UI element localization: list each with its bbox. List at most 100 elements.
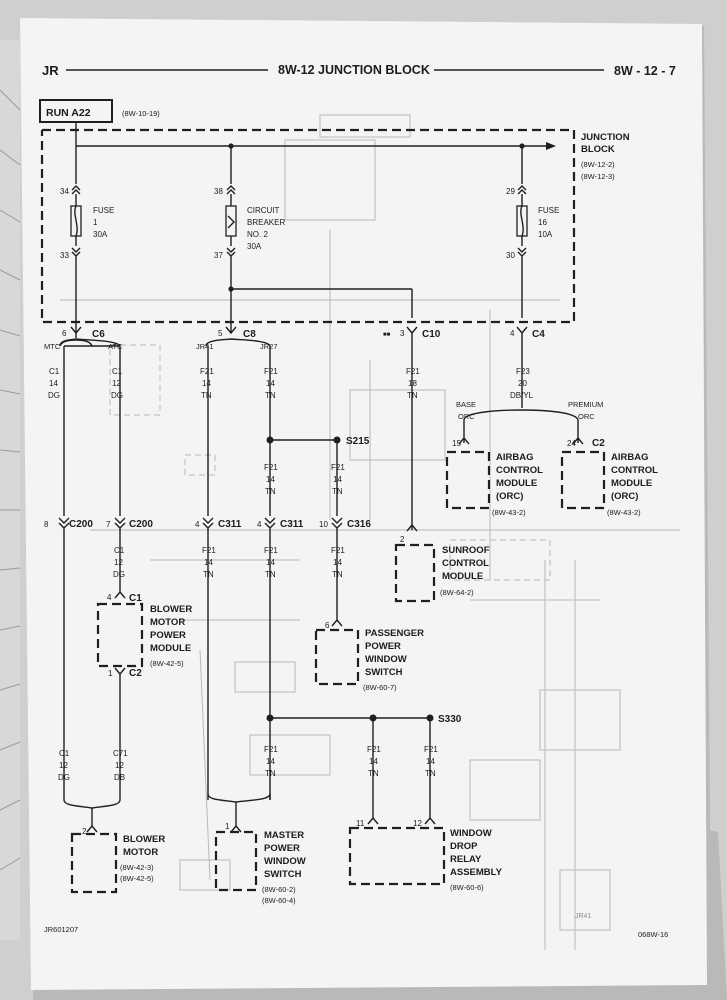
wire-label: ORC — [578, 412, 595, 421]
junction-block-name-1: JUNCTION — [581, 132, 630, 143]
wire-label: MODULE — [442, 571, 483, 582]
breaker-pin-in: 38 — [214, 187, 223, 196]
wire-label: DB — [114, 773, 125, 782]
wire-label: TN — [332, 570, 343, 579]
wire-label: 14 — [266, 757, 275, 766]
wire-label: (8W-42-3) — [120, 863, 154, 872]
wire-label: 11 — [356, 819, 365, 828]
wire-label: BLOWER — [123, 834, 165, 845]
wire-label: 4 — [195, 520, 200, 529]
bus-arrow-icon — [546, 142, 556, 150]
wire-label: 1 — [108, 669, 113, 678]
wire-label: 12 — [413, 819, 422, 828]
wire-label: (8W-43-2) — [607, 508, 641, 517]
wire-label: MODULE — [150, 643, 191, 654]
connector-chevron-icon — [572, 436, 584, 445]
wire-label: SWITCH — [365, 667, 403, 678]
wire-label: F21 — [264, 745, 278, 754]
wire-label: TN — [332, 487, 343, 496]
c4-pin: 4 — [510, 329, 515, 338]
fuse-1-label: FUSE — [93, 206, 114, 215]
orc-branch: BASE ORC PREMIUM ORC — [456, 400, 603, 443]
wire-label: 14 — [266, 558, 275, 567]
wire-label: F23 — [516, 367, 530, 376]
c6-pin: 6 — [62, 329, 67, 338]
wire-label: (ORC) — [496, 491, 523, 502]
header-page-number: 8W - 12 - 7 — [614, 64, 676, 78]
wire-label: C311 — [280, 519, 304, 530]
wire-label: F21 — [331, 546, 345, 555]
wire-label: TN — [265, 570, 276, 579]
s215-label: S215 — [346, 436, 370, 447]
paper-sheet — [20, 18, 707, 990]
wire-label: 18 — [408, 379, 417, 388]
connector-chevron-icon — [114, 590, 126, 599]
wire-label: TN — [425, 769, 436, 778]
fuse-16-label: FUSE — [538, 206, 559, 215]
wire-label: SWITCH — [264, 869, 302, 880]
airbag-control-module-base: 15 AIRBAG CONTROL MODULE (ORC) (8W-43-2) — [445, 436, 543, 517]
footer-code-left: JR601207 — [44, 925, 78, 934]
wire-label: DG — [58, 773, 70, 782]
wire-label: 24 — [567, 439, 576, 448]
connector-chevron-icon — [71, 185, 81, 195]
wire-label: C2 — [129, 668, 142, 679]
wire-label: C1 — [112, 367, 123, 376]
wire-label: DROP — [450, 841, 478, 852]
wire-label: 14 — [333, 475, 342, 484]
wire-label: 15 — [452, 439, 461, 448]
c6-branch-mtc: MTC — [44, 342, 61, 351]
connector-chevron-icon — [230, 824, 242, 833]
wire-label: 14 — [204, 558, 213, 567]
wire-label: (8W-60-6) — [450, 883, 484, 892]
c10-pin: 3 — [400, 329, 405, 338]
wire-label: TN — [265, 769, 276, 778]
wire-label: C200 — [69, 519, 93, 530]
wire-label: 4 — [107, 593, 112, 602]
wire-label: RELAY — [450, 854, 482, 865]
wire-label: (ORC) — [611, 491, 638, 502]
wire-label: (8W-42-5) — [120, 874, 154, 883]
run-a22-source: RUN A22 (8W-10-19) — [39, 99, 160, 146]
header-title: 8W-12 JUNCTION BLOCK — [278, 63, 430, 77]
c10-marks: ■■ — [383, 332, 391, 338]
wire-label: CONTROL — [496, 465, 543, 476]
wire-label: F21 — [424, 745, 438, 754]
junction-block-ref-1: (8W-12-2) — [581, 160, 615, 169]
wire-label: (8W-64-2) — [440, 588, 474, 597]
wire-label: C1 — [49, 367, 60, 376]
wire-label: POWER — [264, 843, 300, 854]
wire-label: WINDOW — [450, 828, 492, 839]
wire-label: TN — [265, 487, 276, 496]
wire-label: F21 — [264, 367, 278, 376]
wire-label: CONTROL — [611, 465, 658, 476]
wire-label: POWER — [150, 630, 186, 641]
s330-label: S330 — [438, 714, 462, 725]
junction-block-name-2: BLOCK — [581, 144, 615, 155]
breaker-label-2: BREAKER — [247, 218, 285, 227]
wire-label: MOTOR — [150, 617, 185, 628]
wire-label: C1 — [59, 749, 70, 758]
wire-label: WINDOW — [365, 654, 407, 665]
binding-edge — [0, 40, 21, 940]
wire-labels-blower-motor: C1 12 DG C71 12 DB — [58, 749, 128, 782]
wire-label: ASSEMBLY — [450, 867, 503, 878]
wire-label: DB/YL — [510, 391, 534, 400]
connector-c8: 5 C8 JR41 JR27 — [196, 318, 278, 351]
wire-label: (8W-60-4) — [262, 896, 296, 905]
sunroof-control-module: 2 SUNROOF CONTROL MODULE (8W-64-2) — [394, 523, 490, 603]
wire-label: BLOWER — [150, 604, 192, 615]
wire-label: 4 — [257, 520, 262, 529]
wire-label: 12 — [115, 761, 124, 770]
fuse-16-pin-in: 29 — [506, 187, 515, 196]
wire-label: F21 — [264, 463, 278, 472]
junction-block-ref-2: (8W-12-3) — [581, 172, 615, 181]
breaker-number: NO. 2 — [247, 230, 268, 239]
show-through-ghost — [60, 114, 680, 950]
wire-label: 7 — [106, 520, 111, 529]
wire-label: F21 — [202, 546, 216, 555]
blower-motor: 2 BLOWER MOTOR (8W-42-3) (8W-42-5) — [70, 824, 165, 894]
wire-label: 14 — [266, 475, 275, 484]
breaker-symbol-icon — [225, 205, 237, 237]
connector-chevron-icon — [458, 436, 470, 445]
